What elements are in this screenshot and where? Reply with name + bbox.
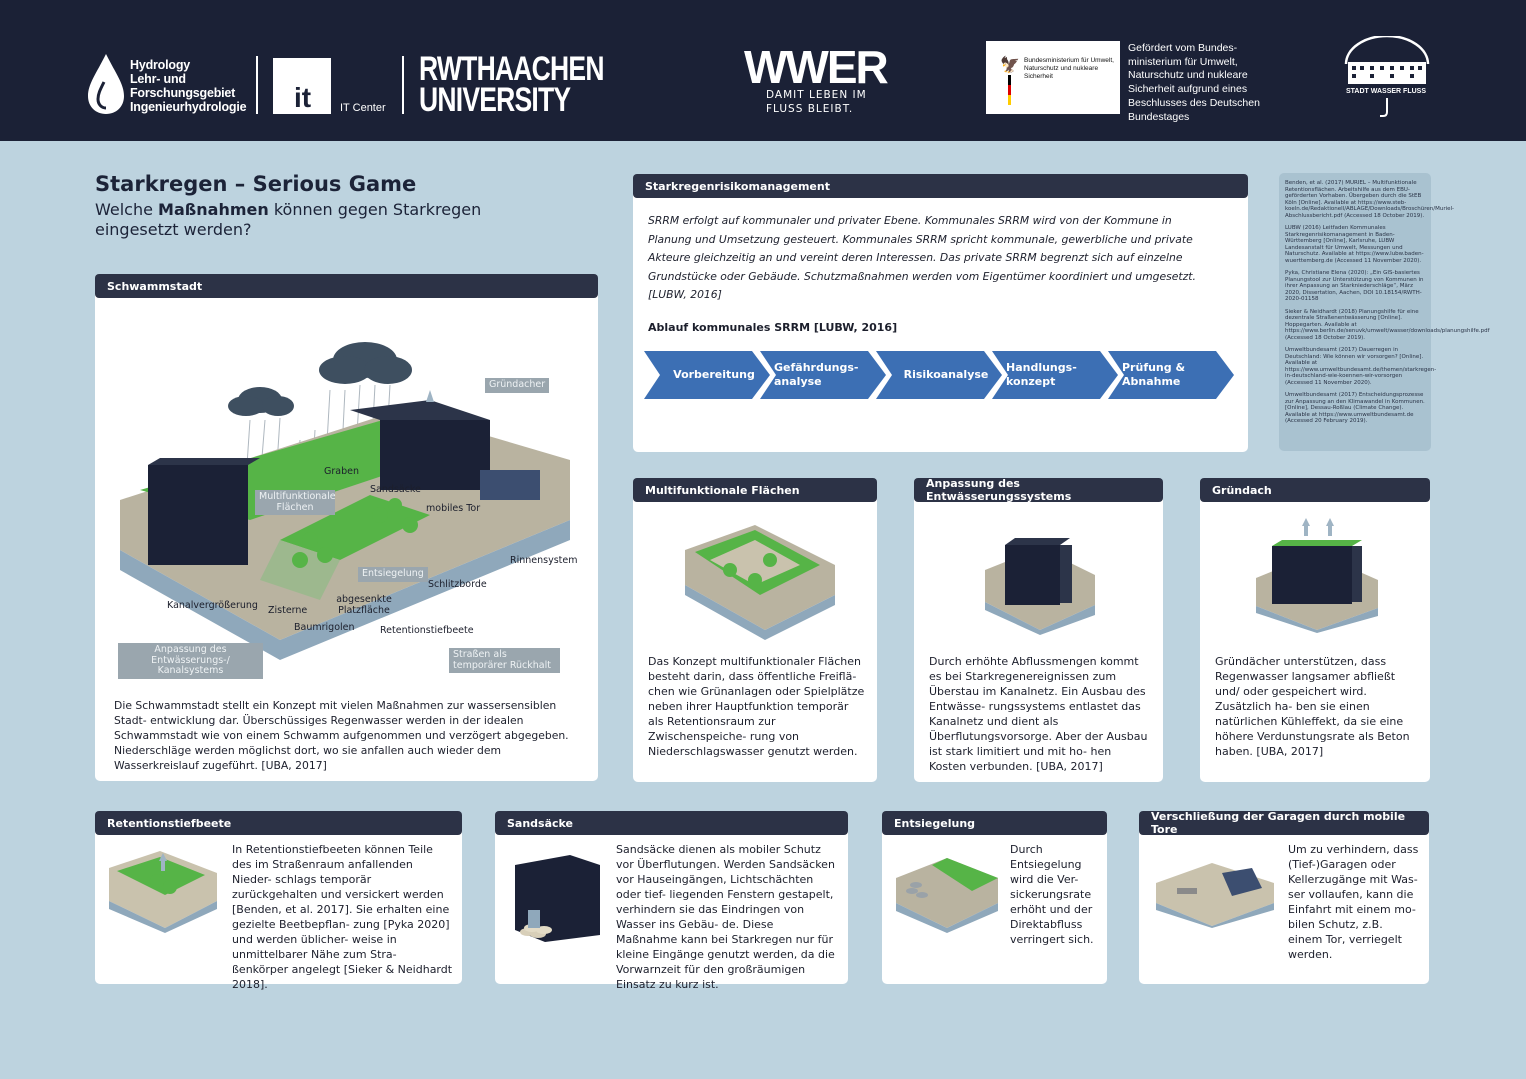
srrm-step-label: Handlungs- konzept xyxy=(1006,361,1077,388)
subtitle-post: können gegen Starkregen eingesetzt werde… xyxy=(95,200,482,239)
chevron-arrow-icon xyxy=(876,351,1002,399)
reference-entry: Umweltbundesamt (2017) Dauerregen in Deu… xyxy=(1285,347,1437,386)
entsiegelung-heading: Entsiegelung xyxy=(882,811,1107,835)
srrm-step-label: Vorbereitung xyxy=(673,368,755,381)
hydrology-logo: Hydrology Lehr- und Forschungsgebiet Ing… xyxy=(86,52,247,116)
references-panel: Benden, et al. (2017) MURIEL – Multifunk… xyxy=(1279,173,1490,451)
page-title: Starkregen – Serious Game xyxy=(95,172,417,196)
garagen-text: Um zu verhindern, dass (Tief-)Garagen od… xyxy=(1288,843,1419,961)
chevron-arrow-icon xyxy=(992,351,1118,399)
multi-heading: Multifunktionale Flächen xyxy=(633,478,877,502)
wwer-tagline: DAMIT LEBEN IM FLUSS BLEIBT. xyxy=(766,89,867,115)
schwammstadt-heading: Schwammstadt xyxy=(95,274,598,298)
label-graben: Graben xyxy=(324,466,359,477)
srrm-heading: Starkregenrisikomanagement xyxy=(633,174,1248,198)
sandsaecke-text: Sandsäcke dienen als mobiler Schutz vor … xyxy=(616,843,835,991)
entsiegelung-illustration xyxy=(896,858,998,933)
srrm-step-5: Prüfung & Abnahme xyxy=(1108,351,1234,399)
wwer-logo: WWER DAMIT LEBEN IM FLUSS BLEIBT. xyxy=(744,40,889,115)
srrm-step-label: Prüfung & Abnahme xyxy=(1122,361,1186,388)
srrm-text: SRRM erfolgt auf kommunaler und privater… xyxy=(648,214,1196,301)
rwth-line-1: RWTHAACHEN xyxy=(419,50,604,88)
srrm-step-4: Handlungs- konzept xyxy=(992,351,1118,399)
label-anpassung: Anpassung des Entwässerungs-/ Kanalsyste… xyxy=(118,643,263,679)
sandsaecke-illustration xyxy=(515,855,600,942)
funding-note: Gefördert vom Bundes- ministerium für Um… xyxy=(1128,42,1260,123)
hydrology-line-1: Hydrology xyxy=(130,58,191,72)
subtitle-bold: Maßnahmen xyxy=(158,200,269,219)
it-center-caption: IT Center xyxy=(340,102,386,114)
hydrology-line-4: Ingenieurhydrologie xyxy=(130,100,247,114)
schwammstadt-text: Die Schwammstadt stellt ein Konzept mit … xyxy=(114,699,569,772)
label-mobiles-tor: mobiles Tor xyxy=(426,503,481,514)
reference-entry: Benden, et al. (2017) MURIEL – Multifunk… xyxy=(1285,180,1455,219)
header-divider xyxy=(402,56,404,114)
wwer-wordmark: WWER xyxy=(744,41,889,93)
srrm-step-1: Vorbereitung xyxy=(644,351,770,399)
label-gruendacher: Gründacher xyxy=(485,378,550,393)
chevron-arrow-icon xyxy=(760,351,886,399)
hydrology-line-3: Forschungsgebiet xyxy=(130,86,236,100)
gruendach-illustration xyxy=(1256,518,1378,633)
srrm-step-label: Risikoanalyse xyxy=(903,368,989,381)
water-drop-icon xyxy=(88,54,124,114)
label-abgesenkte: abgesenkte Platzfläche xyxy=(336,594,392,616)
german-flag-icon xyxy=(1008,75,1011,105)
it-logo-text: it xyxy=(294,82,312,113)
srrm-step-label: Gefährdungs- analyse xyxy=(774,361,859,388)
entsiegelung-text: Durch Entsiegelung wird die Ver- sickeru… xyxy=(1010,843,1094,946)
reference-entry: Pyka, Christiane Elena (2020): „Ein GIS-… xyxy=(1285,270,1424,302)
label-rinnensystem: Rinnensystem xyxy=(510,555,578,566)
sandsaecke-heading: Sandsäcke xyxy=(495,811,848,835)
bmu-name: Bundesministerium für Umwelt, Naturschut… xyxy=(1024,57,1114,80)
label-zisterne: Zisterne xyxy=(268,605,308,616)
chevron-arrow-icon xyxy=(644,351,770,399)
rwth-logo: RWTHAACHEN UNIVERSITY xyxy=(419,50,604,119)
anpassung-heading: Anpassung des Entwässerungssystems xyxy=(914,477,1163,503)
page-subtitle: Welche Maßnahmen können gegen Starkregen… xyxy=(95,200,515,239)
chevron-arrow-icon xyxy=(1108,351,1234,399)
label-entsiegelung: Entsiegelung xyxy=(358,567,428,582)
retention-heading: Retentionstiefbeete xyxy=(95,811,462,835)
label-retentionstiefbeete: Retentionstiefbeete xyxy=(380,625,474,636)
stadt-wasser-fluss-logo: STADT WASSER FLUSS xyxy=(1340,34,1434,120)
srrm-step-2: Gefährdungs- analyse xyxy=(760,351,886,399)
reference-entry: LUBW (2016) Leitfaden Kommunales Starkre… xyxy=(1285,225,1424,264)
hydrology-line-2: Lehr- und xyxy=(130,72,186,86)
label-multifunktionale: Multifunktionale Flächen xyxy=(255,490,336,515)
srrm-card xyxy=(633,174,1248,452)
bmu-logo: 🦅 Bundesministerium für Umwelt, Natursch… xyxy=(986,41,1120,114)
city-skyline-icon xyxy=(1344,34,1430,117)
srrm-ablauf-heading: Ablauf kommunales SRRM [LUBW, 2016] xyxy=(648,321,898,334)
subtitle-pre: Welche xyxy=(95,200,159,219)
label-schlitzborde: Schlitzborde xyxy=(428,579,487,590)
reference-entry: Umweltbundesamt (2017) Entscheidungsproz… xyxy=(1285,392,1425,424)
label-baumrigolen: Baumrigolen xyxy=(294,622,355,633)
garagen-heading: Verschließung der Garagen durch mobile T… xyxy=(1139,810,1429,836)
label-kanalvergroesserung: Kanalvergrößerung xyxy=(167,600,258,611)
retention-illustration xyxy=(109,851,217,933)
header-divider xyxy=(256,56,258,114)
swf-caption: STADT WASSER FLUSS xyxy=(1346,88,1426,95)
multi-text: Das Konzept multifunktionaler Flächen be… xyxy=(648,655,865,758)
schwammstadt-illustration xyxy=(120,342,570,660)
reference-entry: Sieker & Neidhardt (2018) Planungshilfe … xyxy=(1285,308,1490,341)
label-strassen: Straßen als temporärer Rückhalt xyxy=(449,648,560,673)
multi-illustration xyxy=(685,525,835,640)
gruendach-heading: Gründach xyxy=(1200,478,1430,502)
header-banner: Hydrology Lehr- und Forschungsgebiet Ing… xyxy=(0,0,1526,141)
garagen-illustration xyxy=(1156,863,1274,928)
anpassung-text: Durch erhöhte Abflussmengen kommt es bei… xyxy=(929,655,1148,773)
rwth-line-2: UNIVERSITY xyxy=(419,81,571,119)
it-logo-box xyxy=(273,58,331,114)
anpassung-illustration xyxy=(985,538,1095,635)
label-sandsaecke: Sandsäcke xyxy=(370,484,421,495)
srrm-step-3: Risikoanalyse xyxy=(876,351,1002,399)
eagle-icon: 🦅 xyxy=(1000,55,1020,74)
retention-text: In Retentionstiefbeeten können Teile des… xyxy=(232,843,453,991)
gruendach-text: Gründächer unterstützen, dass Regenwasse… xyxy=(1215,655,1410,758)
